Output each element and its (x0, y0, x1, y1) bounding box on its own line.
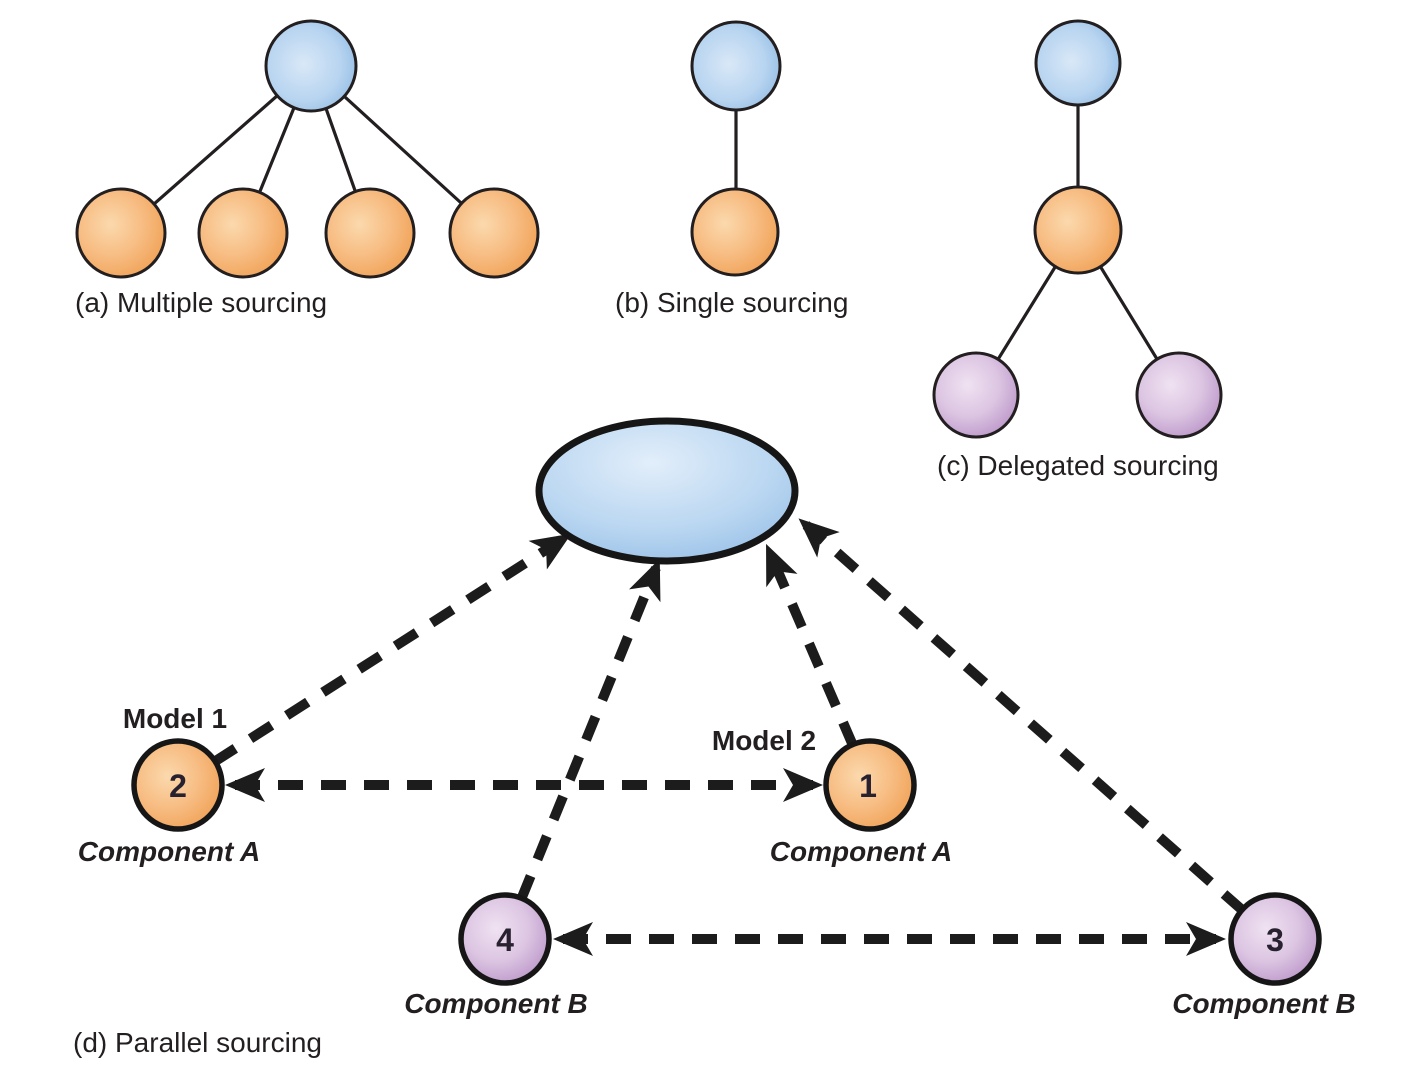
component-b-label-right: Component B (1172, 988, 1356, 1019)
buyer-node (690, 20, 782, 112)
caption-single-sourcing: (b) Single sourcing (615, 287, 848, 318)
subsupplier-node (1135, 351, 1223, 439)
caption-delegated-sourcing: (c) Delegated sourcing (937, 450, 1219, 481)
component-b-label-left: Component B (404, 988, 588, 1019)
buyer-node (264, 19, 358, 113)
supplier-node-3 (1228, 892, 1322, 986)
supplier-node (75, 187, 167, 279)
supplier-node-4 (458, 892, 552, 986)
caption-parallel-sourcing: (d) Parallel sourcing (73, 1027, 322, 1058)
node-number-1: 1 (859, 768, 877, 804)
dashed-arrow-node3-to-buyer (798, 518, 1279, 943)
supplier-node (324, 187, 416, 279)
supplier-node-2 (131, 738, 225, 832)
first-tier-supplier-node (1033, 185, 1123, 275)
dashed-arrow-node4-to-buyer (500, 558, 661, 941)
component-a-label-left: Component A (78, 836, 261, 867)
component-a-label-right: Component A (770, 836, 953, 867)
dashed-arrow-node2-to-buyer (175, 533, 572, 790)
model2-label: Model 2 (712, 725, 816, 756)
panel-single-sourcing: (b) Single sourcing (615, 20, 848, 318)
panel-delegated-sourcing: (c) Delegated sourcing (932, 19, 1223, 481)
panel-multiple-sourcing: (a) Multiple sourcing (75, 19, 540, 318)
supplier-node (690, 187, 780, 277)
node-number-2: 2 (169, 768, 187, 804)
model1-label: Model 1 (123, 703, 227, 734)
panel-parallel-sourcing: 2 1 4 3 Model 1 Model 2 Component A Comp… (73, 417, 1356, 1058)
supplier-node-1 (823, 738, 917, 832)
node-number-3: 3 (1266, 922, 1284, 958)
subsupplier-node (932, 351, 1020, 439)
caption-multiple-sourcing: (a) Multiple sourcing (75, 287, 327, 318)
supplier-node (197, 187, 289, 279)
buyer-node (1034, 19, 1122, 107)
supplier-node (448, 187, 540, 279)
node-number-4: 4 (496, 922, 514, 958)
buyer-ellipse (535, 417, 799, 565)
